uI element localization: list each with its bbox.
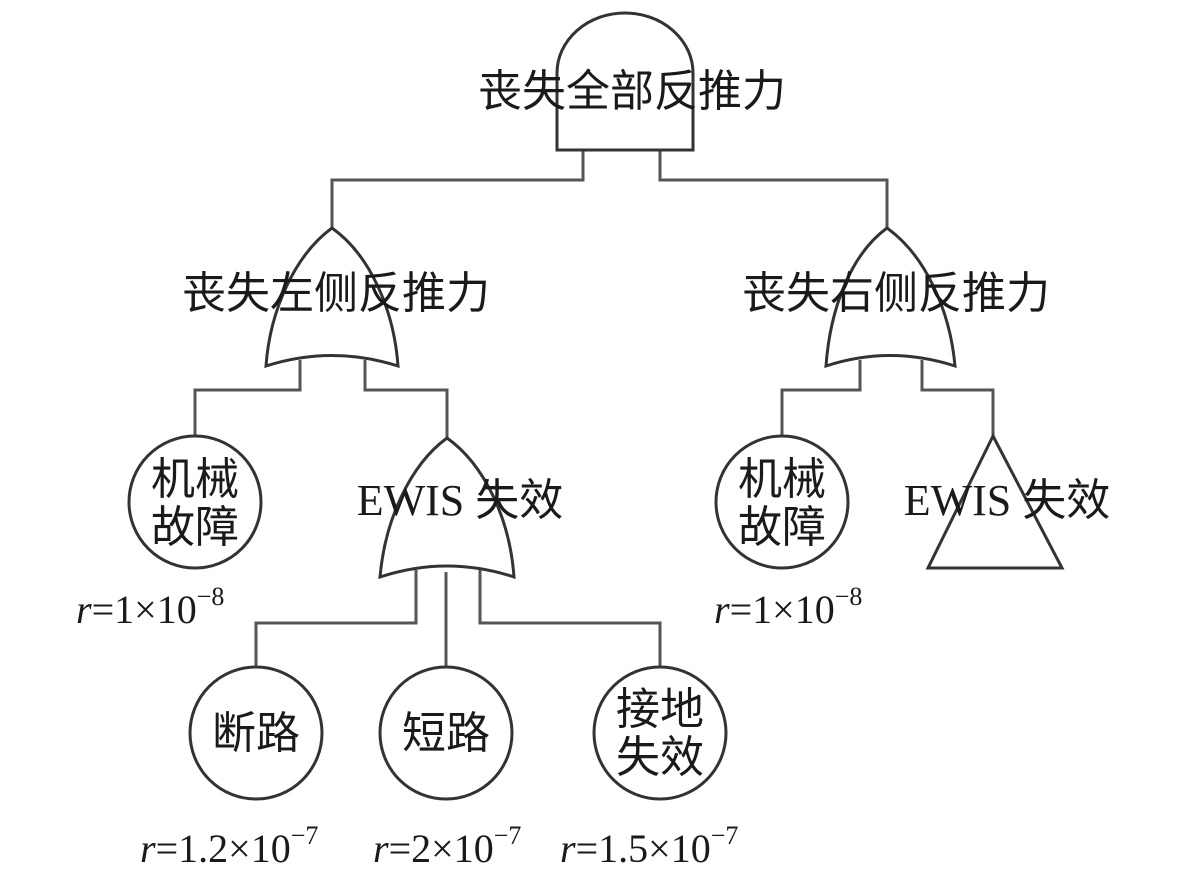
left-mech-label-line2: 故障 [151,503,239,552]
top-event-label: 丧失全部反推力 [478,67,786,116]
connector-left-mech [193,360,302,454]
open-circuit-label: 断路 [212,709,300,758]
ground-fault-rate: r=1.5×10−7 [560,821,738,871]
connector-right-ewis [920,360,995,440]
or-gate-symbol [378,436,516,580]
connector-lines [193,150,995,668]
ewis-failure-event: EWIS 失效 [357,436,564,580]
right-mech-label-line2: 故障 [738,503,826,552]
and-gate-symbol [555,11,695,152]
transfer-triangle-symbol [925,432,1065,570]
short-circuit-rate: r=2×10−7 [373,821,521,871]
connector-left-ewis [363,360,449,440]
ground-fault-label-line2: 失效 [616,733,704,782]
right-mech-failure-event: 机械 故障 r=1×10−8 [714,434,862,632]
basic-event-circle [188,665,324,801]
connector-ewis-ground [478,570,662,668]
right-mech-rate: r=1×10−8 [714,582,862,632]
right-ewis-transfer-event: EWIS 失效 [904,432,1111,570]
ground-fault-label-line1: 接地 [616,685,704,734]
right-mech-label-line1: 机械 [738,455,826,504]
basic-event-circle [714,434,850,570]
basic-event-circle [378,665,514,801]
basic-event-circle [592,665,728,801]
right-branch-label: 丧失右侧反推力 [742,269,1050,318]
connector-top-right [658,150,889,236]
left-mech-failure-event: 机械 故障 r=1×10−8 [76,434,263,632]
right-ewis-label: EWIS 失效 [904,476,1111,525]
left-branch-event: 丧失左侧反推力 [182,226,490,369]
left-mech-rate: r=1×10−8 [76,582,224,632]
connector-ewis-open [254,570,418,668]
left-branch-label: 丧失左侧反推力 [182,269,490,318]
right-branch-event: 丧失右侧反推力 [742,226,1050,369]
or-gate-symbol [824,226,957,369]
left-mech-label-line1: 机械 [151,455,239,504]
connector-top-left [330,150,585,236]
basic-event-circle [127,434,263,570]
ewis-label: EWIS 失效 [357,476,564,525]
connector-right-mech [780,360,862,440]
open-circuit-rate: r=1.2×10−7 [140,821,318,871]
or-gate-symbol [264,226,400,369]
short-circuit-event: 短路 r=2×10−7 [373,665,521,871]
open-circuit-event: 断路 r=1.2×10−7 [140,665,324,871]
top-event: 丧失全部反推力 [478,11,786,152]
short-circuit-label: 短路 [402,709,490,758]
ground-fault-event: 接地 失效 r=1.5×10−7 [560,665,738,871]
